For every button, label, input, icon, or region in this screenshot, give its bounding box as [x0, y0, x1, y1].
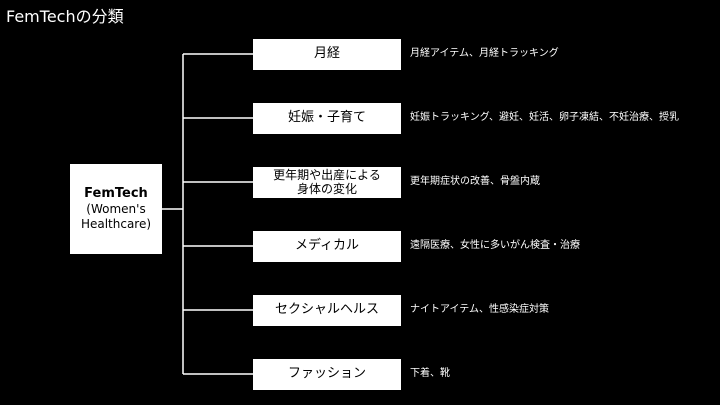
category-node-fashion: ファッション [253, 359, 401, 390]
category-label: 月経 [313, 46, 340, 62]
category-description-pregnancy-parenting: 妊娠トラッキング、避妊、妊活、卵子凍結、不妊治療、授乳 [410, 112, 679, 123]
category-description-fashion: 下着、靴 [410, 368, 450, 379]
category-label-line2: 身体の変化 [296, 181, 357, 196]
root-node-femtech: FemTech (Women's Healthcare) [70, 164, 162, 254]
category-description-menstruation: 月経アイテム、月経トラッキング [410, 48, 559, 59]
category-description-menopause-body-change: 更年期症状の改善、骨盤内蔵 [410, 176, 540, 187]
category-node-medical: メディカル [253, 231, 401, 262]
category-label-line1: 更年期や出産による [273, 168, 381, 183]
page-title: FemTechの分類 [6, 7, 124, 26]
category-label: メディカル [294, 238, 360, 254]
category-label: ファッション [287, 366, 366, 382]
category-label: 妊娠・子育て [287, 110, 366, 126]
category-node-sexual-health: セクシャルヘルス [253, 295, 401, 326]
category-node-pregnancy-parenting: 妊娠・子育て [253, 103, 401, 134]
root-node-subtitle-line1: (Women's [86, 202, 146, 217]
category-node-menstruation: 月経 [253, 39, 401, 70]
category-description-medical: 遠隔医療、女性に多いがん検査・治療 [410, 240, 580, 251]
category-description-sexual-health: ナイトアイテム、性感染症対策 [410, 304, 549, 315]
root-node-subtitle-line2: Healthcare) [80, 217, 152, 232]
category-node-menopause-body-change: 更年期や出産による 身体の変化 [253, 167, 401, 198]
category-label: セクシャルヘルス [274, 302, 379, 318]
root-node-name: FemTech [84, 185, 148, 201]
